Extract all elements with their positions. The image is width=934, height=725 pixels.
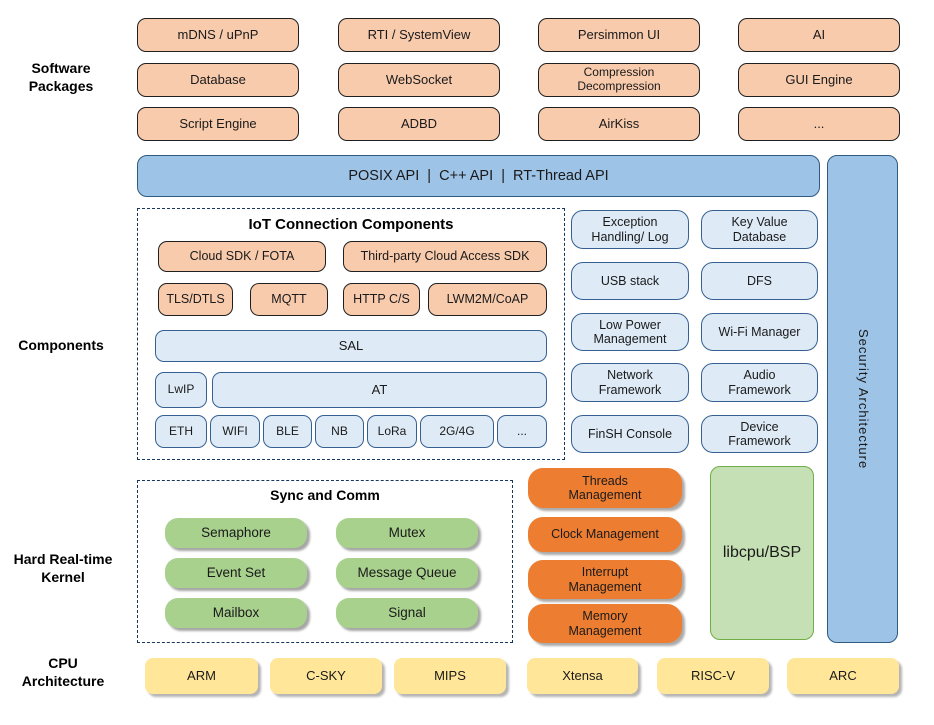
section-label-components: Components bbox=[18, 337, 104, 353]
pkg-ai: AI bbox=[738, 18, 900, 52]
section-label-software-packages: Software Packages bbox=[28, 60, 94, 94]
iot-link-2g4g: 2G/4G bbox=[420, 415, 494, 448]
pkg-adbd: ADBD bbox=[338, 107, 500, 141]
iot-third-party-cloud-sdk: Third-party Cloud Access SDK bbox=[343, 241, 547, 272]
pkg-more: ... bbox=[738, 107, 900, 141]
cpu-xtensa: Xtensa bbox=[527, 658, 638, 694]
iot-link-eth: ETH bbox=[155, 415, 207, 448]
iot-sal: SAL bbox=[155, 330, 547, 362]
pkg-airkiss: AirKiss bbox=[538, 107, 700, 141]
iot-mqtt: MQTT bbox=[250, 283, 328, 316]
pkg-compression: Compression Decompression bbox=[538, 63, 700, 97]
comp-key-value-database: Key Value Database bbox=[701, 210, 818, 249]
iot-tls-dtls: TLS/DTLS bbox=[158, 283, 233, 316]
sync-and-comm-box bbox=[137, 480, 513, 643]
pkg-database: Database bbox=[137, 63, 299, 97]
iot-lwip: LwIP bbox=[155, 372, 207, 408]
iot-link-more: ... bbox=[497, 415, 547, 448]
comp-audio-framework: Audio Framework bbox=[701, 363, 818, 402]
comp-network-framework: Network Framework bbox=[571, 363, 689, 402]
kernel-message-queue: Message Queue bbox=[336, 558, 478, 588]
comp-finsh-console: FinSH Console bbox=[571, 415, 689, 453]
sync-and-comm-title: Sync and Comm bbox=[270, 487, 380, 503]
kernel-semaphore: Semaphore bbox=[165, 518, 307, 548]
cpu-arc: ARC bbox=[787, 658, 899, 694]
pkg-script-engine: Script Engine bbox=[137, 107, 299, 141]
comp-wifi-manager: Wi-Fi Manager bbox=[701, 313, 818, 351]
iot-at: AT bbox=[212, 372, 547, 408]
comp-dfs: DFS bbox=[701, 262, 818, 300]
iot-link-ble: BLE bbox=[263, 415, 312, 448]
pkg-websocket: WebSocket bbox=[338, 63, 500, 97]
pkg-mdns-upnp: mDNS / uPnP bbox=[137, 18, 299, 52]
kernel-threads-management: Threads Management bbox=[528, 468, 682, 508]
comp-usb-stack: USB stack bbox=[571, 262, 689, 300]
cpu-c-sky: C-SKY bbox=[270, 658, 382, 694]
cpu-arm: ARM bbox=[145, 658, 258, 694]
pkg-gui-engine: GUI Engine bbox=[738, 63, 900, 97]
security-architecture-bar: Security Architecture bbox=[827, 155, 898, 643]
kernel-interrupt-management: Interrupt Management bbox=[528, 560, 682, 599]
iot-link-wifi: WIFI bbox=[210, 415, 260, 448]
pkg-rti-systemview: RTI / SystemView bbox=[338, 18, 500, 52]
pkg-persimmon-ui: Persimmon UI bbox=[538, 18, 700, 52]
cpu-mips: MIPS bbox=[394, 658, 506, 694]
comp-device-framework: Device Framework bbox=[701, 415, 818, 453]
iot-connection-title: IoT Connection Components bbox=[248, 216, 454, 233]
kernel-mutex: Mutex bbox=[336, 518, 478, 548]
cpu-risc-v: RISC-V bbox=[657, 658, 769, 694]
comp-low-power-management: Low Power Management bbox=[571, 313, 689, 351]
section-label-kernel: Hard Real-time Kernel bbox=[13, 551, 113, 585]
iot-http-cs: HTTP C/S bbox=[343, 283, 420, 316]
iot-cloud-sdk-fota: Cloud SDK / FOTA bbox=[158, 241, 326, 272]
kernel-clock-management: Clock Management bbox=[528, 517, 682, 552]
iot-connection-box bbox=[137, 208, 565, 460]
kernel-mailbox: Mailbox bbox=[165, 598, 307, 628]
api-bar: POSIX API | C++ API | RT-Thread API bbox=[137, 155, 820, 197]
iot-link-lora: LoRa bbox=[367, 415, 417, 448]
iot-lwm2m-coap: LWM2M/CoAP bbox=[428, 283, 547, 316]
kernel-signal: Signal bbox=[336, 598, 478, 628]
comp-exception-handling-log: Exception Handling/ Log bbox=[571, 210, 689, 249]
iot-link-nb: NB bbox=[315, 415, 364, 448]
section-label-cpu: CPU Architecture bbox=[21, 655, 105, 689]
kernel-libcpu-bsp: libcpu/BSP bbox=[710, 466, 814, 640]
kernel-memory-management: Memory Management bbox=[528, 604, 682, 643]
kernel-event-set: Event Set bbox=[165, 558, 307, 588]
